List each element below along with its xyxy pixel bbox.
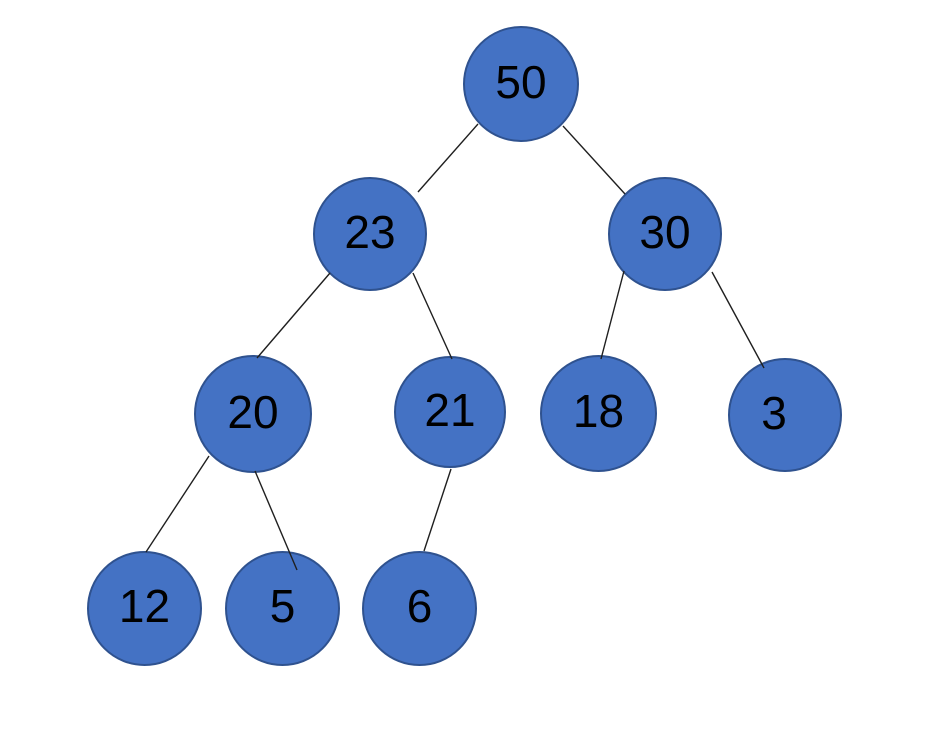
tree-node-21: 21	[394, 356, 506, 468]
tree-node-6: 6	[362, 551, 477, 666]
tree-node-50: 50	[463, 26, 579, 142]
edge-20-12	[145, 455, 210, 553]
tree-node-18: 18	[540, 355, 657, 472]
edge-23-20	[256, 272, 331, 359]
node-value-50: 50	[495, 55, 547, 108]
edge-50-30	[562, 125, 626, 195]
tree-node-20: 20	[194, 355, 312, 473]
node-value-12: 12	[118, 580, 171, 632]
tree-node-3: 3	[728, 358, 842, 472]
node-value-18: 18	[572, 385, 625, 437]
node-value-21: 21	[424, 383, 476, 436]
tree-node-12: 12	[87, 551, 202, 666]
node-value-23: 23	[344, 205, 396, 258]
node-value-6: 6	[406, 580, 433, 632]
edge-30-3	[711, 271, 765, 369]
tree-node-23: 23	[313, 177, 427, 291]
node-value-20: 20	[227, 385, 279, 438]
edge-30-18	[600, 270, 625, 360]
tree-node-30: 30	[608, 177, 722, 291]
tree-node-5: 5	[225, 551, 340, 666]
node-value-30: 30	[639, 205, 691, 258]
edge-21-6	[423, 468, 452, 552]
node-value-5: 5	[269, 580, 296, 632]
node-value-3: 3	[761, 386, 787, 439]
edge-23-21	[412, 272, 453, 360]
edge-50-23	[417, 123, 479, 193]
